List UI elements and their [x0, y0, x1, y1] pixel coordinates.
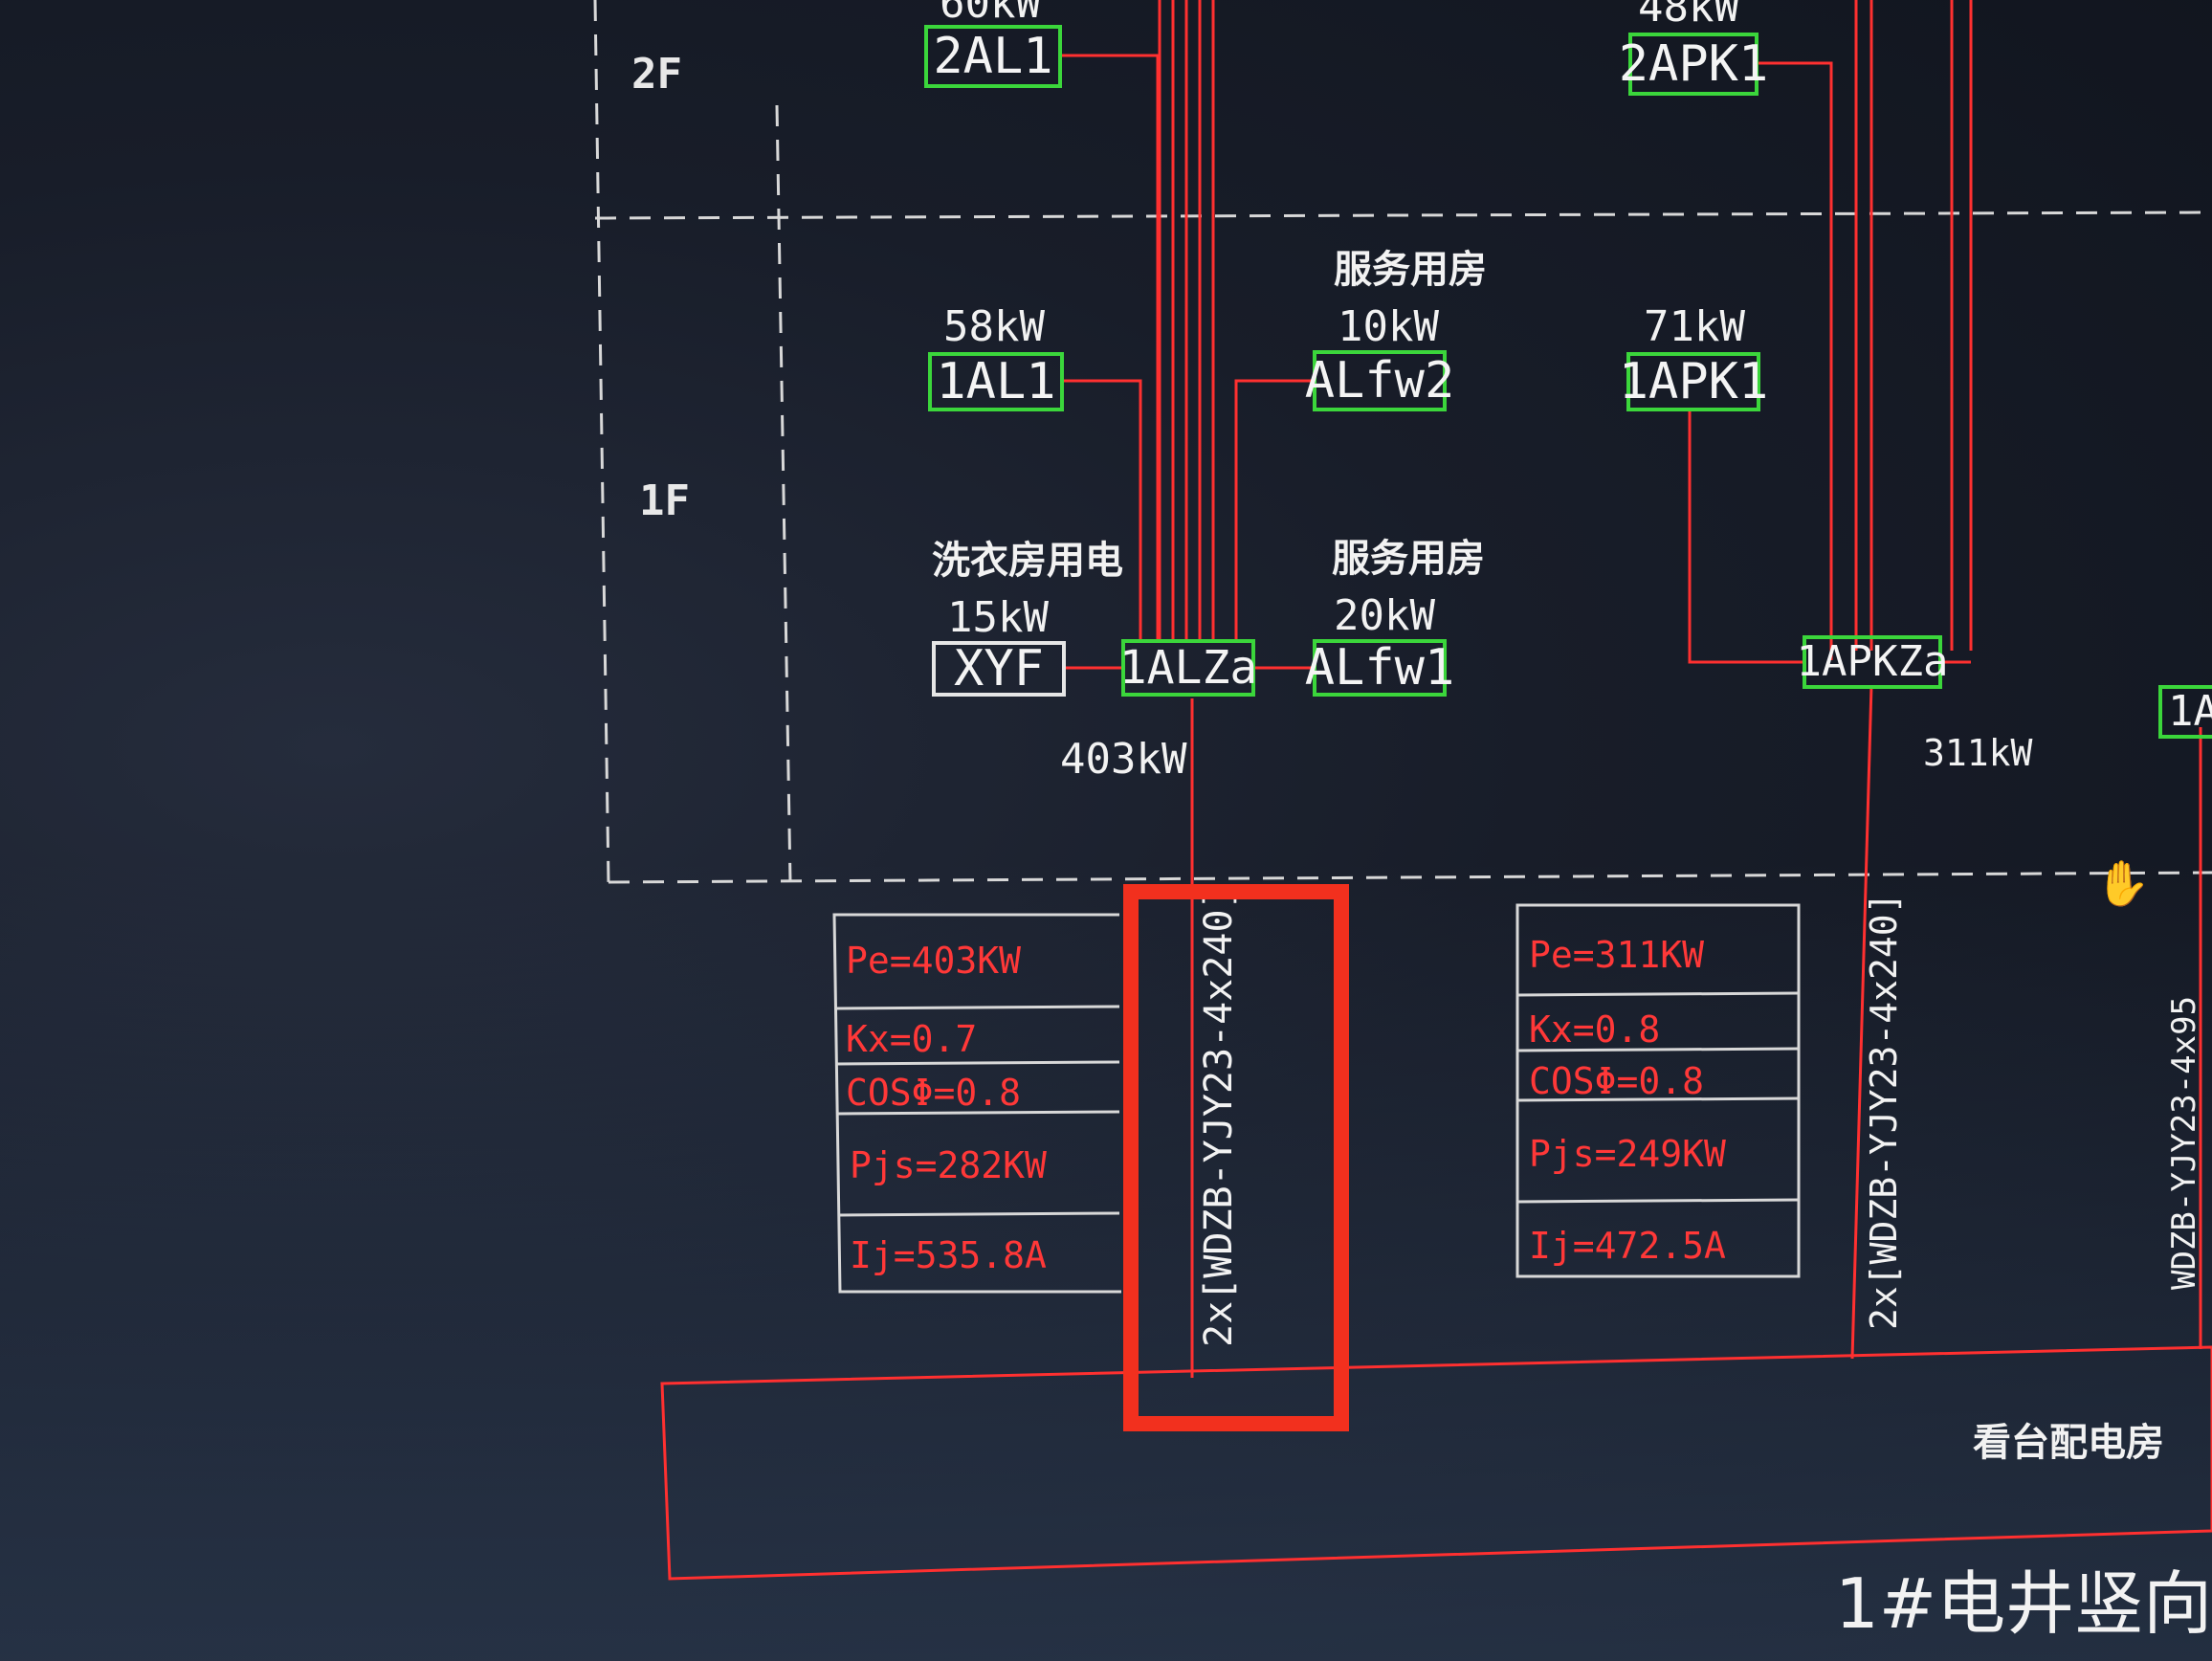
calc-left-kx: Kx=0.7	[846, 1018, 978, 1060]
distribution-room-label: 看台配电房	[1973, 1421, 2164, 1465]
calc-table-left-grid	[832, 913, 1121, 1294]
panel-alfw1-label: ALfw1	[1304, 639, 1455, 697]
panel-alfw2-power: 10kW	[1338, 302, 1439, 351]
floor-label-1f: 1F	[639, 476, 690, 525]
panel-2al1[interactable]: 2AL1	[924, 25, 1062, 88]
floor-label-2f: 2F	[631, 50, 682, 99]
panel-alfw2-desc: 服务用房	[1334, 248, 1487, 292]
calc-left-cos: COSΦ=0.8	[846, 1072, 1022, 1114]
panel-1al1-label: 1AL1	[936, 353, 1056, 410]
panel-alfw1[interactable]: ALfw1	[1305, 639, 1454, 697]
panel-alfw1-desc: 服务用房	[1332, 537, 1485, 581]
panel-xyf[interactable]: XYF	[932, 641, 1066, 697]
panel-alfw2[interactable]: ALfw2	[1305, 350, 1454, 411]
panel-2al1-power: 60kW	[940, 0, 1041, 28]
calc-left-pjs: Pjs=282KW	[850, 1144, 1047, 1186]
calc-left-pe: Pe=403KW	[846, 940, 1022, 982]
panel-1apkza-label: 1APKZa	[1796, 637, 1949, 686]
panel-2al1-label: 2AL1	[933, 28, 1053, 85]
panel-2apk1-power: 48kW	[1638, 0, 1739, 32]
panel-xyf-power: 15kW	[947, 593, 1049, 642]
feeder-lines	[660, 0, 2212, 1581]
panel-1apk1-power: 71kW	[1644, 302, 1745, 351]
cable-label-edge: WDZB-YJY23-4x95	[2165, 995, 2203, 1290]
panel-1apkza[interactable]: 1APKZa	[1797, 635, 1948, 689]
calc-right-kx: Kx=0.8	[1529, 1008, 1661, 1051]
hand-cursor-icon: ✋	[2095, 857, 2151, 909]
panel-1al1-power: 58kW	[943, 302, 1045, 351]
panel-xyf-desc: 洗衣房用电	[932, 539, 1123, 583]
calc-right-ij: Ij=472.5A	[1529, 1225, 1726, 1267]
calc-table-right-grid	[1515, 903, 1801, 1278]
calc-right-pjs: Pjs=249KW	[1529, 1133, 1726, 1175]
panel-alfw1-power: 20kW	[1334, 591, 1435, 640]
panel-edge[interactable]: 1AP	[2158, 685, 2212, 739]
calc-right-cos: COSΦ=0.8	[1529, 1060, 1705, 1102]
panel-1alza-total: 403kW	[1060, 735, 1187, 784]
panel-1apkza-total: 311kW	[1923, 732, 2033, 774]
panel-2apk1-label: 2APK1	[1618, 35, 1769, 93]
calc-left-ij: Ij=535.8A	[850, 1234, 1047, 1276]
cable-highlight-box	[1123, 884, 1349, 1431]
panel-1alza[interactable]: 1ALZa	[1118, 639, 1258, 697]
panel-2apk1[interactable]: 2APK1	[1619, 33, 1768, 96]
calc-right-pe: Pe=311KW	[1529, 934, 1705, 976]
panel-xyf-label: XYF	[954, 640, 1044, 698]
panel-edge-label: 1AP	[2168, 687, 2212, 736]
floor-frame	[593, 0, 2212, 884]
drawing-title: 1#电井竖向	[1835, 1563, 2212, 1644]
panel-1apk1-label: 1APK1	[1618, 353, 1769, 410]
panel-1alza-label: 1ALZa	[1118, 641, 1258, 695]
panel-1al1[interactable]: 1AL1	[928, 352, 1064, 411]
panel-alfw2-label: ALfw2	[1304, 352, 1455, 410]
cable-label-main-right: 2x[WDZB-YJY23-4x240]	[1863, 892, 1905, 1330]
panel-1apk1[interactable]: 1APK1	[1619, 352, 1768, 411]
